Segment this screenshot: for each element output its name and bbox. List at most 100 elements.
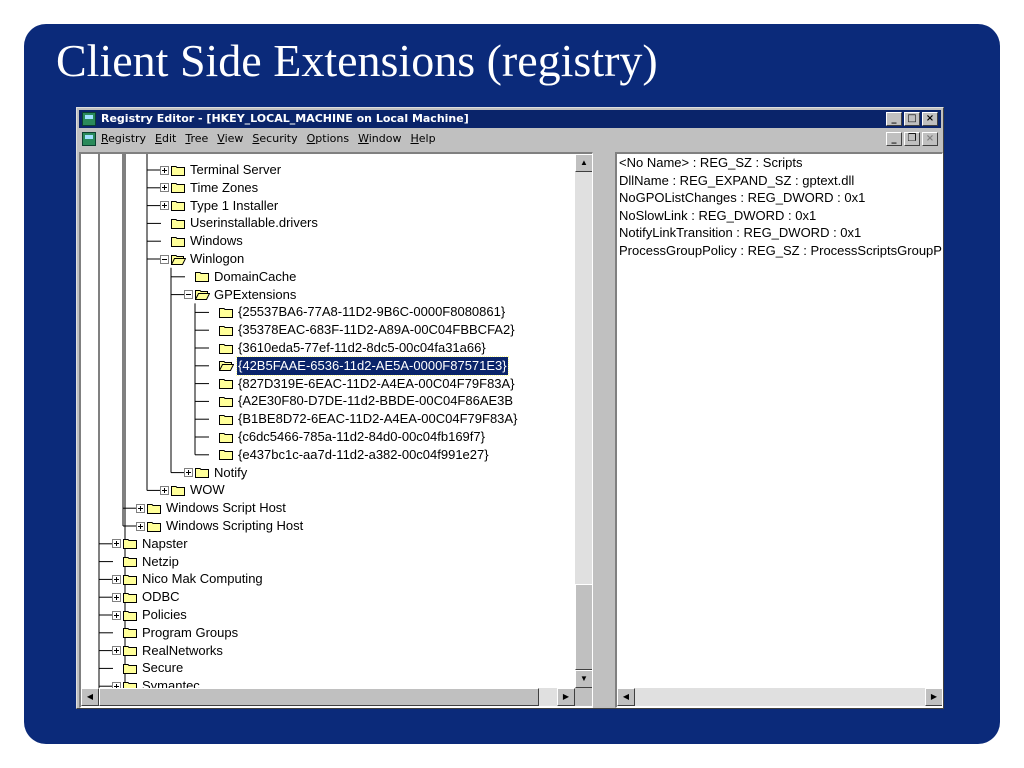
tree-node[interactable]: {25537BA6-77A8-11D2-9B6C-0000F8080861} <box>214 303 506 321</box>
tree-node[interactable]: WOW <box>160 481 226 499</box>
folder-icon <box>171 182 186 194</box>
close-button[interactable]: × <box>922 112 938 126</box>
values-scroll-left-button[interactable]: ◀ <box>617 688 635 706</box>
registry-value-row[interactable]: ProcessGroupPolicy : REG_SZ : ProcessScr… <box>619 242 943 258</box>
tree-node[interactable]: Windows Scripting Host <box>136 517 304 535</box>
vertical-scroll-thumb[interactable] <box>575 584 592 670</box>
expand-icon[interactable] <box>136 521 145 531</box>
registry-value-row[interactable]: NotifyLinkTransition : REG_DWORD : 0x1 <box>619 225 862 240</box>
registry-value-row[interactable]: <No Name> : REG_SZ : Scripts <box>619 155 803 170</box>
values-horizontal-scrollbar[interactable]: ◀ ▶ <box>617 688 942 706</box>
expand-icon[interactable] <box>112 574 121 584</box>
tree-node[interactable]: Winlogon <box>160 250 245 268</box>
folder-icon <box>171 236 186 247</box>
tree-node[interactable]: ODBC <box>112 588 181 606</box>
tree-node[interactable]: Nico Mak Computing <box>112 570 264 588</box>
expand-icon[interactable] <box>112 681 121 688</box>
menu-accelerator: S <box>252 132 260 145</box>
expand-icon[interactable] <box>184 468 193 478</box>
tree-node-label: ODBC <box>142 589 180 605</box>
tree-node[interactable]: Policies <box>112 606 188 624</box>
tree-node[interactable]: Napster <box>112 535 189 553</box>
menu-item[interactable]: Edit <box>155 132 176 145</box>
menu-accelerator: V <box>217 132 225 145</box>
scroll-left-button[interactable]: ◀ <box>81 688 99 706</box>
scroll-down-button[interactable]: ▼ <box>575 670 592 688</box>
menu-accelerator: O <box>306 132 316 145</box>
child-window-icon[interactable] <box>82 132 96 146</box>
menu-bar: Registry Edit Tree View Security Options Windo… <box>79 130 941 148</box>
menu-item[interactable]: Help <box>410 132 435 145</box>
tree-node-label: {B1BE8D72-6EAC-11D2-A4EA-00C04F79F83A} <box>238 411 518 427</box>
tree-node-label: Terminal Server <box>190 162 282 177</box>
expand-icon[interactable] <box>136 503 145 513</box>
tree-node[interactable]: {c6dc5466-785a-11d2-84d0-00c04fb169f7} <box>214 428 486 446</box>
expand-icon[interactable] <box>112 610 121 620</box>
tree-horizontal-scrollbar[interactable]: ◀ ▶ <box>81 688 575 706</box>
expand-icon[interactable] <box>112 592 121 602</box>
expand-icon[interactable] <box>112 539 121 549</box>
child-close-button[interactable]: × <box>922 132 938 146</box>
menu-item[interactable]: Window <box>358 132 401 145</box>
folder-icon <box>123 645 138 657</box>
tree-node[interactable]: Netzip <box>118 553 180 571</box>
expand-icon[interactable] <box>160 201 169 211</box>
collapse-icon[interactable] <box>160 254 169 264</box>
pane-splitter[interactable] <box>593 152 615 708</box>
menu-item[interactable]: Registry <box>101 132 146 145</box>
folder-icon <box>219 432 234 443</box>
folder-icon <box>195 271 210 283</box>
tree-node-label: Time Zones <box>190 179 259 195</box>
tree-node[interactable]: {B1BE8D72-6EAC-11D2-A4EA-00C04F79F83A} <box>214 410 518 428</box>
tree-node[interactable]: {827D319E-6EAC-11D2-A4EA-00C04F79F83A} <box>214 375 516 393</box>
tree-node[interactable]: {35378EAC-683F-11D2-A89A-00C04FBBCFA2} <box>214 321 516 339</box>
registry-value-row[interactable]: NoGPOListChanges : REG_DWORD : 0x1 <box>619 190 866 205</box>
tree-vertical-scrollbar[interactable]: ▲ ▼ <box>575 154 592 688</box>
collapse-icon[interactable] <box>184 290 193 300</box>
tree-node[interactable]: RealNetworks <box>112 642 224 660</box>
child-minimize-button[interactable]: _ <box>886 132 902 146</box>
registry-value-row[interactable]: NoSlowLink : REG_DWORD : 0x1 <box>619 207 817 223</box>
tree-node[interactable]: Time Zones <box>160 179 259 197</box>
registry-editor-icon[interactable] <box>82 112 96 126</box>
expand-icon[interactable] <box>160 485 169 495</box>
tree-node[interactable]: Terminal Server <box>160 161 282 179</box>
tree-node[interactable]: DomainCache <box>190 268 297 286</box>
folder-icon <box>219 414 234 425</box>
tree-node[interactable]: GPExtensions <box>184 286 297 304</box>
menu-item[interactable]: Options <box>307 132 349 145</box>
folder-icon <box>123 592 138 603</box>
scroll-right-button[interactable]: ▶ <box>557 688 575 706</box>
tree-node[interactable]: {A2E30F80-D7DE-11d2-BBDE-00C04F86AE3B <box>214 392 514 410</box>
tree-node-label: Windows Scripting Host <box>166 518 304 533</box>
tree-node[interactable]: Userinstallable.drivers <box>166 214 319 232</box>
menu-item[interactable]: View <box>217 132 243 145</box>
window-titlebar[interactable]: Registry Editor - [HKEY_LOCAL_MACHINE on… <box>79 110 941 128</box>
expand-icon[interactable] <box>160 183 169 193</box>
tree-node[interactable]: Windows Script Host <box>136 499 287 517</box>
tree-node[interactable]: Windows <box>166 232 244 250</box>
tree-node[interactable]: {e437bc1c-aa7d-11d2-a382-00c04f991e27} <box>214 446 490 464</box>
child-restore-button[interactable]: ❐ <box>904 132 920 146</box>
tree-node[interactable]: {42B5FAAE-6536-11d2-AE5A-0000F87571E3} <box>214 355 509 376</box>
registry-value-row[interactable]: DllName : REG_EXPAND_SZ : gptext.dll <box>619 172 855 188</box>
tree-node[interactable]: Symantec <box>112 677 201 688</box>
tree-node[interactable]: Type 1 Installer <box>160 197 279 215</box>
maximize-button[interactable]: □ <box>904 112 920 126</box>
tree-node[interactable]: Secure <box>118 659 184 677</box>
tree-node[interactable]: Program Groups <box>118 624 239 642</box>
horizontal-scroll-thumb[interactable] <box>99 688 539 706</box>
menu-item[interactable]: Tree <box>185 132 208 145</box>
expand-icon[interactable] <box>160 165 169 175</box>
menu-item[interactable]: Security <box>252 132 297 145</box>
minimize-button[interactable]: _ <box>886 112 902 126</box>
scroll-up-button[interactable]: ▲ <box>575 154 592 172</box>
expand-icon[interactable] <box>112 646 121 656</box>
folder-icon <box>147 503 162 514</box>
values-scroll-right-button[interactable]: ▶ <box>925 688 942 706</box>
tree-node[interactable]: {3610eda5-77ef-11d2-8dc5-00c04fa31a66} <box>214 339 487 357</box>
tree-node[interactable]: Notify <box>184 464 248 482</box>
tree-node-label: Windows Script Host <box>166 500 286 516</box>
